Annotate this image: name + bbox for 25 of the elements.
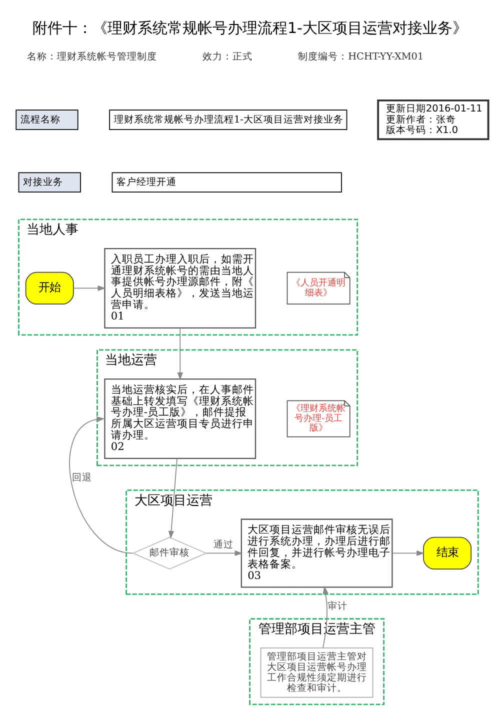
label: 效力：正式 <box>202 51 253 62</box>
arrow <box>177 327 183 380</box>
node-box: 大区项目运营邮件审核无误后进行系统办理，办理后进行邮件回复，并进行帐号办理电子表格备案。 03 <box>240 518 393 588</box>
label: 制度编号：HCHT-YY-XM01 <box>298 51 424 62</box>
label: 理财系统常规帐号办理流程1-大区项目运营对接业务 <box>114 114 344 125</box>
label: 对接业务 <box>23 176 64 188</box>
arrow <box>73 284 106 291</box>
arrow <box>392 550 425 556</box>
node-diamond: 邮件审核 <box>132 536 208 570</box>
arrow <box>322 585 328 648</box>
label: 名称：理财系统帐号管理制度 <box>26 51 157 62</box>
diagram-title: 附件十：《理财系统常规帐号办理流程1-大区项目运营对接业务》 <box>32 18 468 37</box>
label: 流程名称 <box>20 114 61 125</box>
arrow <box>206 550 243 556</box>
edge-label: 通过 <box>214 539 234 550</box>
node-box: 更新日期2016-01-11 更新作者：张奇 版本号码：X1.0 <box>377 98 490 140</box>
node-box: 结束 <box>423 536 472 570</box>
edge-label: 回退 <box>72 472 92 483</box>
label: 客户经理开通 <box>116 176 177 188</box>
edge-label: 审计 <box>328 600 348 612</box>
node-box: 当地运营核实后，在人事邮件基础上转发填写《理财系统帐号办理-员工版》，邮件提报所属大区运营项目专员进行申请办理。 02 <box>104 378 256 458</box>
node-box: 入职员工办理入职后，如需开通理财系统帐号的需由当地人事提供帐号办理源邮件，附《人员明细表格》，发送当地运营申请。 01 <box>104 247 256 328</box>
node-box: 管理部项目运营主管对大区项目运营帐号办理工作合规性须定期进行检查和审计。 <box>260 647 374 698</box>
arrow <box>69 416 133 554</box>
node-box: 开始 <box>25 271 74 304</box>
